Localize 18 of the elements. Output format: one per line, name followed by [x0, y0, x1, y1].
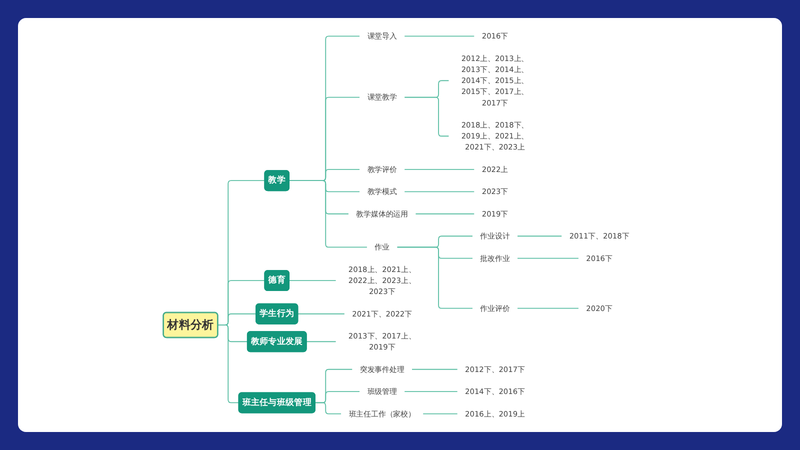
connector: [414, 213, 475, 214]
connector: [404, 169, 475, 170]
connector: [314, 402, 342, 414]
connector: [217, 324, 240, 404]
connector: [404, 191, 475, 192]
connector: [404, 36, 475, 37]
connector: [396, 246, 474, 309]
connector: [297, 313, 346, 314]
connector: [306, 341, 337, 342]
connector: [516, 236, 562, 237]
connector: [516, 308, 580, 309]
connector: [288, 180, 368, 248]
connector: [422, 413, 458, 414]
connector: [288, 280, 337, 281]
connector: [404, 96, 450, 137]
connector: [404, 391, 458, 392]
connector: [411, 368, 458, 370]
connector: [516, 258, 580, 259]
